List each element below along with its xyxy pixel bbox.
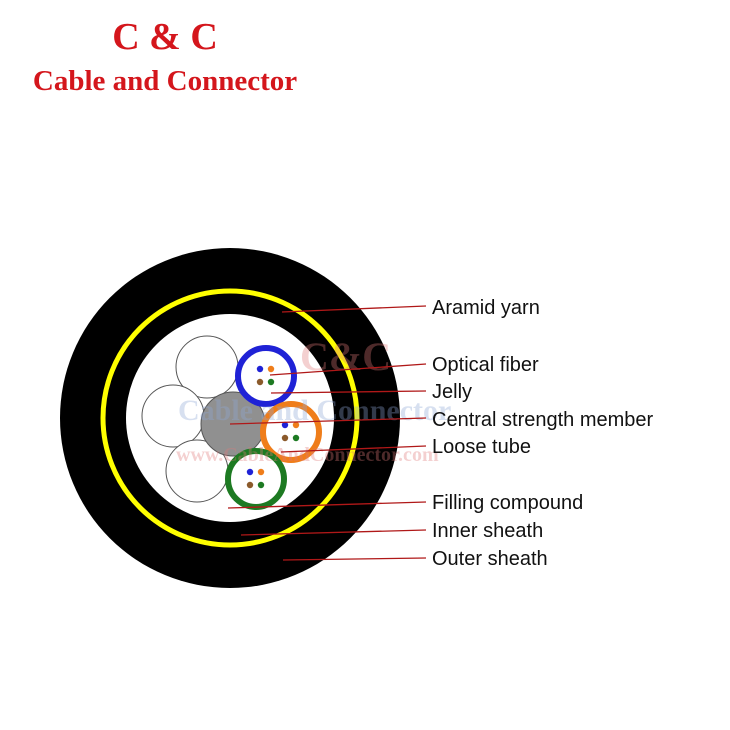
label-filling-compound: Filling compound — [432, 492, 583, 514]
label-central-strength-member: Central strength member — [432, 409, 654, 431]
label-aramid-yarn: Aramid yarn — [432, 297, 540, 319]
label-optical-fiber: Optical fiber — [432, 354, 539, 376]
leader-line-outer-sheath — [282, 557, 427, 561]
brand-abbr: C & C — [112, 16, 218, 58]
loose-tube-orange — [260, 401, 322, 463]
brand-logo: C & C Cable and Connector — [0, 14, 330, 98]
aramid-yarn-ring — [100, 288, 360, 548]
leader-line-optical-fiber — [269, 363, 427, 376]
label-inner-sheath: Inner sheath — [432, 520, 543, 542]
leader-line-filling-compound — [227, 501, 427, 509]
label-loose-tube: Loose tube — [432, 436, 531, 458]
leader-line-inner-sheath — [240, 529, 427, 536]
watermark-url: www.CableAndConnector.com — [176, 444, 439, 466]
leader-line-aramid-yarn — [281, 305, 427, 313]
label-outer-sheath: Outer sheath — [432, 548, 548, 570]
leader-line-loose-tube — [280, 445, 427, 453]
leader-lines — [227, 305, 427, 561]
loose-tube-blue — [235, 345, 297, 407]
brand-name: Cable and Connector — [32, 65, 298, 97]
leader-line-jelly — [270, 390, 427, 394]
leader-line-central-strength-member — [229, 417, 427, 425]
label-jelly: Jelly — [432, 381, 472, 403]
